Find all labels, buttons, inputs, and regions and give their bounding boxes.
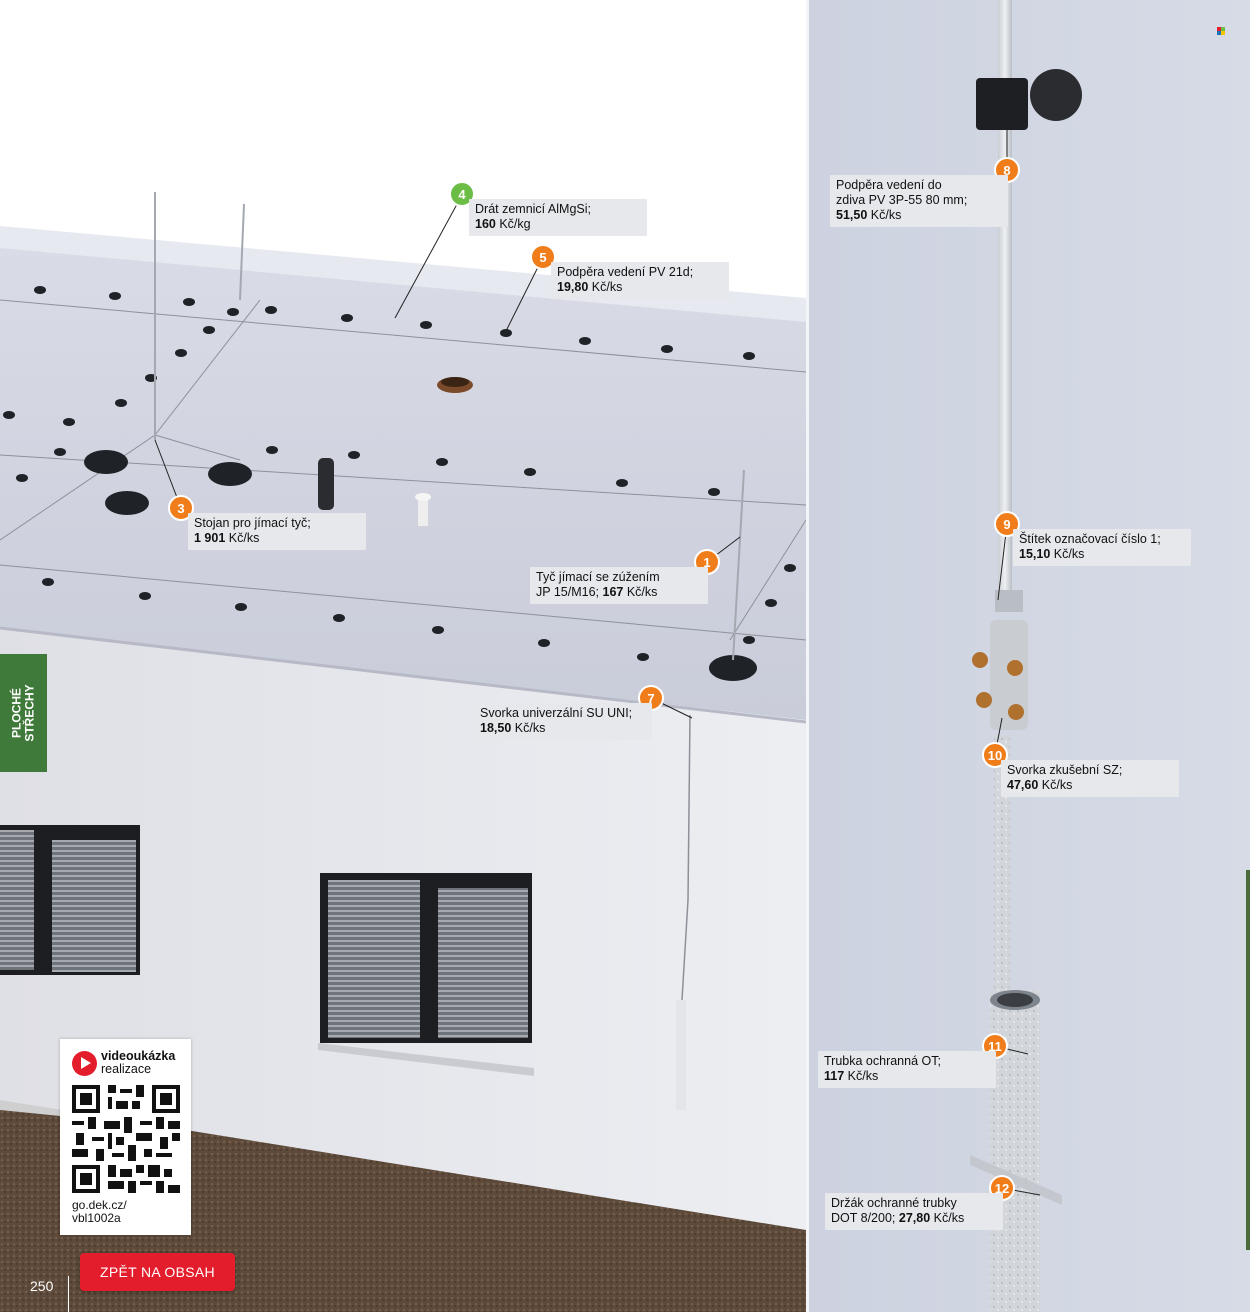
item-price: 160 bbox=[475, 217, 496, 231]
callout-item-12: Držák ochranné trubky DOT 8/200; 27,80 K… bbox=[825, 1193, 1003, 1230]
section-tab-line2: STŘECHY bbox=[22, 684, 37, 742]
item-price: 167 bbox=[602, 585, 624, 599]
item-unit: Kč/ks bbox=[870, 208, 902, 222]
item-unit: Kč/ks bbox=[591, 280, 623, 294]
qr-code-icon[interactable] bbox=[72, 1085, 180, 1193]
item-name: Svorka zkušební SZ; bbox=[1007, 763, 1123, 777]
video-title: videoukázka bbox=[101, 1049, 176, 1063]
callout-item-1: Tyč jímací se zúžením JP 15/M16; 167 Kč/… bbox=[530, 567, 708, 604]
brand-logo-icon bbox=[1217, 27, 1225, 35]
page-divider bbox=[68, 1276, 69, 1312]
video-qr-card[interactable]: videoukázka realizace go.dek.cz/vbl1002a bbox=[60, 1039, 191, 1235]
item-name: Stojan pro jímací tyč; bbox=[194, 516, 311, 530]
item-price: 51,50 bbox=[836, 208, 868, 222]
item-name: Podpěra vedení PV 21d; bbox=[557, 265, 694, 279]
callout-item-10: Svorka zkušební SZ; 47,60 Kč/ks bbox=[1001, 760, 1179, 797]
item-name: Svorka univerzální SU UNI; bbox=[480, 706, 633, 720]
item-price: 15,10 bbox=[1019, 547, 1051, 561]
item-unit: Kč/ks bbox=[228, 531, 260, 545]
item-price: 117 bbox=[824, 1069, 845, 1083]
video-url-line1[interactable]: go.dek.cz/ bbox=[72, 1198, 127, 1212]
callout-item-11: Trubka ochranná OT; 117 Kč/ks bbox=[818, 1051, 996, 1088]
badge-10: 10 bbox=[982, 742, 1008, 768]
video-url-line2[interactable]: vbl1002a bbox=[72, 1211, 121, 1225]
item-name: Drát zemnicí AlMgSi; bbox=[475, 202, 592, 216]
item-name: Štítek označovací číslo 1; bbox=[1019, 532, 1161, 546]
callout-item-9: Štítek označovací číslo 1; 15,10 Kč/ks bbox=[1013, 529, 1191, 566]
callout-item-5: Podpěra vedení PV 21d; 19,80 Kč/ks bbox=[551, 262, 729, 299]
section-tab-line1: PLOCHÉ bbox=[9, 688, 24, 739]
callout-item-7: Svorka univerzální SU UNI; 18,50 Kč/ks bbox=[474, 703, 652, 740]
callout-item-8: Podpěra vedení do zdiva PV 3P-55 80 mm; … bbox=[830, 175, 1008, 227]
page-number: 250 bbox=[30, 1278, 54, 1294]
item-unit: Kč/ks bbox=[514, 721, 546, 735]
item-unit: Kč/ks bbox=[1053, 547, 1085, 561]
item-unit: Kč/ks bbox=[626, 585, 658, 599]
item-price: 47,60 bbox=[1007, 778, 1039, 792]
callout-item-4: Drát zemnicí AlMgSi; 160 Kč/kg bbox=[469, 199, 647, 236]
item-unit: Kč/ks bbox=[847, 1069, 879, 1083]
item-name: Tyč jímací se zúžením bbox=[536, 570, 660, 584]
item-name: Trubka ochranná OT; bbox=[824, 1054, 941, 1068]
back-to-contents-button[interactable]: ZPĚT NA OBSAH bbox=[80, 1253, 235, 1291]
item-name-2: DOT 8/200; bbox=[831, 1211, 896, 1225]
play-icon[interactable] bbox=[72, 1051, 97, 1076]
item-unit: Kč/ks bbox=[933, 1211, 965, 1225]
badge-5: 5 bbox=[530, 244, 556, 270]
item-name: Podpěra vedení do bbox=[836, 178, 942, 192]
item-price: 18,50 bbox=[480, 721, 512, 735]
item-name: Držák ochranné trubky bbox=[831, 1196, 957, 1210]
item-unit: Kč/kg bbox=[499, 217, 531, 231]
item-price: 19,80 bbox=[557, 280, 589, 294]
item-name-2: zdiva PV 3P-55 80 mm; bbox=[836, 193, 968, 207]
callout-item-3: Stojan pro jímací tyč; 1 901 Kč/ks bbox=[188, 513, 366, 550]
item-name-2: JP 15/M16; bbox=[536, 585, 600, 599]
item-price: 1 901 bbox=[194, 531, 226, 545]
item-unit: Kč/ks bbox=[1041, 778, 1073, 792]
video-subtitle: realizace bbox=[101, 1062, 152, 1076]
item-price: 27,80 bbox=[898, 1211, 931, 1225]
